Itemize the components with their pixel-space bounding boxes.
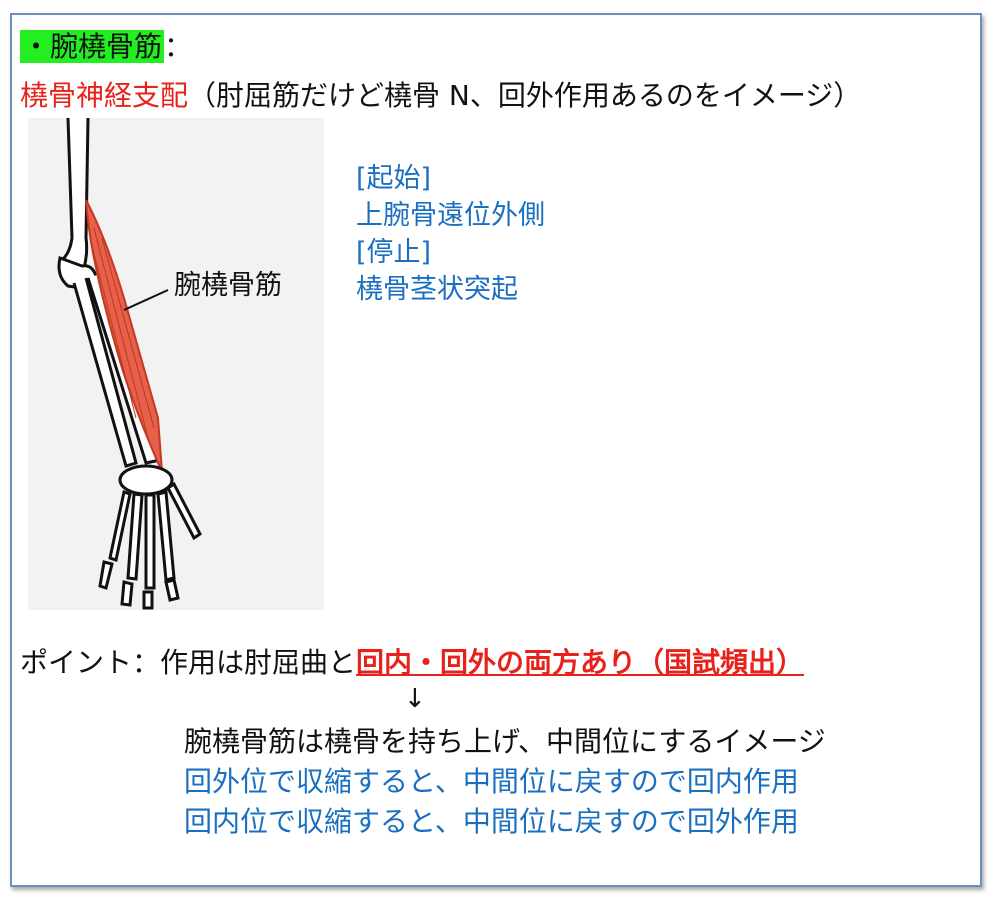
explanation-block: 腕橈骨筋は橈骨を持ち上げ、中間位にするイメージ 回外位で収縮すると、中間位に戻す… <box>184 722 826 842</box>
innervation-label: 橈骨神経支配 <box>20 79 189 112</box>
point-highlight: 回内・回外の両方あり（国試頻出） <box>356 646 805 679</box>
humerus-bone <box>59 118 90 270</box>
explanation-line-3: 回内位で収縮すると、中間位に戻すので回外作用 <box>184 805 799 838</box>
origin-heading: [起始] <box>356 163 432 194</box>
title-colon: ： <box>164 30 193 63</box>
ulna-bone <box>72 277 138 468</box>
down-arrow-icon: ↓ <box>404 684 426 714</box>
innervation-line: 橈骨神経支配（肘屈筋だけど橈骨 N、回外作用あるのをイメージ） <box>20 78 861 114</box>
label-leader-line <box>123 289 169 311</box>
figure-label: 腕橈骨筋 <box>174 270 282 301</box>
origin-value: 上腕骨遠位外側 <box>356 200 545 231</box>
explanation-line-1: 腕橈骨筋は橈骨を持ち上げ、中間位にするイメージ <box>184 725 826 758</box>
point-line: ポイント：作用は肘屈曲と回内・回外の両方あり（国試頻出） <box>20 645 804 681</box>
point-prefix: ポイント：作用は肘屈曲と <box>20 646 357 679</box>
wrist-carpals <box>118 464 174 496</box>
insertion-heading: [停止] <box>356 237 432 268</box>
hand-bones <box>98 481 202 610</box>
insertion-value: 橈骨茎状突起 <box>356 274 518 305</box>
brachioradialis-muscle <box>85 199 163 473</box>
muscle-fibers <box>89 227 155 439</box>
title-highlight: ・腕橈骨筋 <box>20 30 165 63</box>
title-line: ・腕橈骨筋： <box>20 30 192 64</box>
forearm-illustration: 腕橈骨筋 <box>28 118 324 610</box>
innervation-note: （肘屈筋だけど橈骨 N、回外作用あるのをイメージ） <box>188 79 862 112</box>
origin-insertion-block: [起始] 上腕骨遠位外側 [停止] 橈骨茎状突起 <box>356 160 545 308</box>
forearm-drawing: 腕橈骨筋 <box>57 118 282 610</box>
explanation-line-2: 回外位で収縮すると、中間位に戻すので回内作用 <box>184 765 799 798</box>
